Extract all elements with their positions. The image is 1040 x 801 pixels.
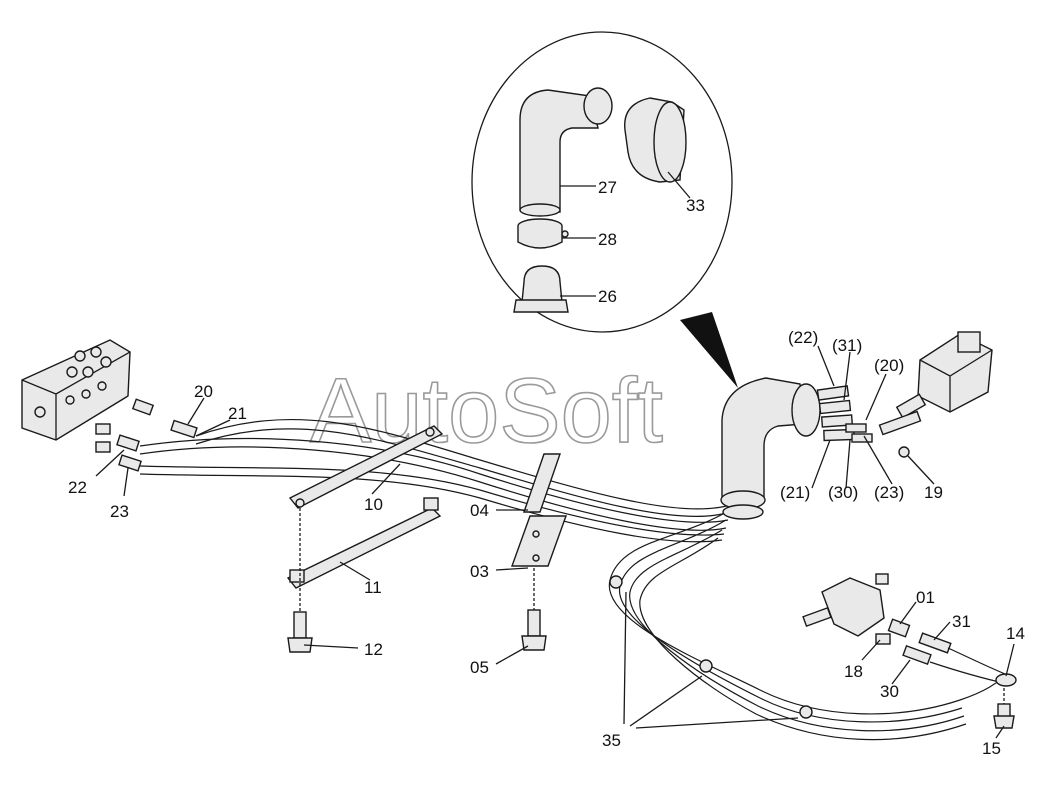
- clamp-leaders: [495, 509, 529, 665]
- control-valve-block: [21, 339, 131, 441]
- bubble-leaders: [560, 171, 691, 297]
- lower-leaders: [861, 601, 1015, 739]
- label-11: 11: [364, 578, 382, 597]
- label-21: 21: [228, 404, 247, 423]
- clips-35: [609, 575, 813, 729]
- label-20: 20: [194, 382, 213, 401]
- bundle-elbow-pipe: [720, 377, 821, 520]
- label-28: 28: [598, 230, 617, 249]
- bracket-leaders-left: [95, 397, 401, 649]
- bracket-10: [288, 425, 444, 509]
- label-19: 19: [924, 483, 943, 502]
- hose-ends-upper-right: [816, 385, 873, 443]
- leaders-upper-right: [811, 345, 935, 489]
- label-33: 33: [686, 196, 705, 215]
- label-03: 03: [470, 562, 489, 581]
- label-27: 27: [598, 178, 617, 197]
- bolt-12: [287, 508, 313, 653]
- watermark: AutoSoft: [310, 360, 663, 462]
- label-21-ref: (21): [780, 483, 810, 502]
- label-10: 10: [364, 495, 383, 514]
- label-22: 22: [68, 478, 87, 497]
- detail-bubble: [471, 31, 738, 388]
- bolt-15: [993, 688, 1015, 729]
- label-23-ref: (23): [874, 483, 904, 502]
- label-05: 05: [470, 658, 489, 677]
- hose-bundle: [139, 418, 1006, 741]
- bolt-05: [521, 568, 547, 651]
- lower-fittings: [875, 618, 1017, 687]
- fittings-left: [95, 398, 198, 472]
- clamp-04: [523, 453, 561, 513]
- label-12: 12: [364, 640, 383, 659]
- label-18: 18: [844, 662, 863, 681]
- label-35: 35: [602, 731, 621, 750]
- cap-26: [513, 265, 569, 313]
- label-23: 23: [110, 502, 129, 521]
- label-15: 15: [982, 739, 1001, 758]
- label-22-ref: (22): [788, 328, 818, 347]
- label-20-ref: (20): [874, 356, 904, 375]
- pilot-valve: [878, 331, 993, 458]
- label-01: 01: [916, 588, 935, 607]
- elbow-pipe-27: [519, 87, 613, 217]
- label-30-ref: (30): [828, 483, 858, 502]
- label-04: 04: [470, 501, 489, 520]
- callout-labels: 27 33 28 26 (22) (31) (20) (21) (30) (23…: [68, 178, 1025, 758]
- label-30: 30: [880, 682, 899, 701]
- clamp-28: [517, 218, 569, 249]
- grommet-33: [624, 97, 687, 183]
- lower-valve: [802, 573, 889, 637]
- label-14: 14: [1006, 624, 1025, 643]
- label-26: 26: [598, 287, 617, 306]
- label-31-ref: (31): [832, 336, 862, 355]
- plate-03: [511, 515, 567, 567]
- label-31: 31: [952, 612, 971, 631]
